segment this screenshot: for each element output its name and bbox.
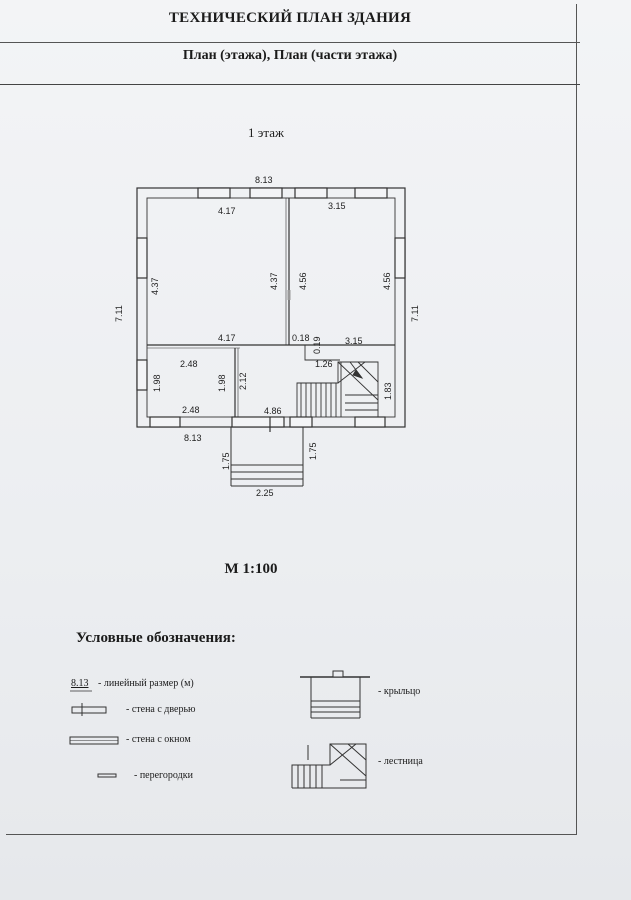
legend-door-wall-label: - стена с дверью (126, 704, 196, 715)
floor-label: 1 этаж (248, 125, 284, 140)
dim-top-total: 8.13 (255, 175, 273, 185)
legend-stair-winder (329, 743, 367, 777)
window-top-4 (354, 187, 388, 199)
window-bottom-2 (289, 416, 313, 428)
window-bottom-1 (149, 416, 181, 428)
dim-room2-width: 3.15 (328, 201, 346, 211)
dim-stair-height: 1.83 (383, 382, 393, 400)
legend-stairs-label: - лестница (378, 756, 423, 767)
dim-partition-a: 0.18 (292, 333, 310, 343)
document-title: ТЕХНИЧЕСКИЙ ПЛАН ЗДАНИЯ (168, 10, 412, 26)
outer-wall-outline (136, 187, 406, 428)
dim-right-total: 7.11 (410, 305, 420, 322)
dimension-labels: 8.13 4.17 3.15 4.37 4.37 4.56 4.56 7.11 … (114, 175, 420, 498)
dim-room1-width-bottom: 4.17 (218, 333, 236, 343)
legend-door-wall-symbol (71, 706, 107, 714)
dim-porch-height-left: 1.75 (221, 452, 231, 470)
dim-porch-height-right: 1.75 (308, 442, 318, 460)
window-top-2 (249, 187, 283, 199)
window-top-3 (294, 187, 328, 199)
dim-room1-width: 4.17 (218, 206, 236, 216)
stair-outline (296, 361, 379, 417)
window-left-1 (136, 237, 148, 279)
legend-stair-winder (329, 743, 357, 766)
dim-room3-height-right: 1.98 (217, 374, 227, 392)
dim-partition-b: 0.19 (312, 336, 322, 354)
legend-partition-symbol (97, 773, 117, 778)
scale-label: М 1:100 (224, 561, 278, 577)
window-left-2 (136, 359, 148, 391)
legend-porch-label: - крыльцо (378, 686, 421, 697)
title-block: ТЕХНИЧЕСКИЙ ПЛАН ЗДАНИЯ План (этажа), Пл… (0, 0, 580, 85)
dim-bottom-total: 8.13 (184, 433, 202, 443)
stair-winder (337, 361, 379, 401)
dim-room3-width-top: 2.48 (180, 359, 198, 369)
dim-corridor-height: 2.12 (238, 372, 248, 390)
dim-room2-height-left: 4.56 (298, 272, 308, 290)
plan-walls (136, 187, 406, 432)
dim-room1-height-inner: 4.37 (269, 272, 279, 290)
dim-left-total: 7.11 (114, 305, 124, 322)
document-subtitle: План (этажа), План (части этажа) (182, 48, 398, 63)
legend-title: Условные обозначения: (76, 630, 236, 646)
window-bottom-3 (354, 416, 386, 428)
legend-stair-winder (347, 743, 367, 761)
dim-room1-height-outer: 4.37 (150, 277, 160, 295)
stair-arrow-head (352, 369, 364, 379)
page-frame (6, 4, 577, 835)
title-divider (0, 42, 580, 43)
stair-landing (304, 345, 340, 361)
inner-wall-outline (146, 197, 396, 418)
stair-winder (337, 361, 366, 384)
window-top-1 (197, 187, 231, 199)
staircase (296, 345, 379, 417)
legend-linear-label: - линейный размер (м) (98, 678, 194, 689)
dim-stair-step: 1.26 (315, 359, 333, 369)
legend-partition-label: - перегородки (134, 770, 193, 781)
legend-sample-number: 8.13 (71, 678, 89, 689)
dim-porch-width: 2.25 (256, 488, 274, 498)
legend-porch-door (332, 670, 344, 678)
dim-room2-width-bottom: 3.15 (345, 336, 363, 346)
legend-window-wall-label: - стена с окном (126, 734, 191, 745)
dim-hall-width: 4.86 (264, 406, 282, 416)
porch (230, 427, 304, 487)
dim-room2-height-right: 4.56 (382, 272, 392, 290)
dim-room3-width-bottom: 2.48 (182, 405, 200, 415)
window-right-1 (394, 237, 406, 279)
entrance-door (231, 416, 285, 428)
legend-symbols (69, 670, 370, 789)
dim-room3-height-left: 1.98 (152, 374, 162, 392)
